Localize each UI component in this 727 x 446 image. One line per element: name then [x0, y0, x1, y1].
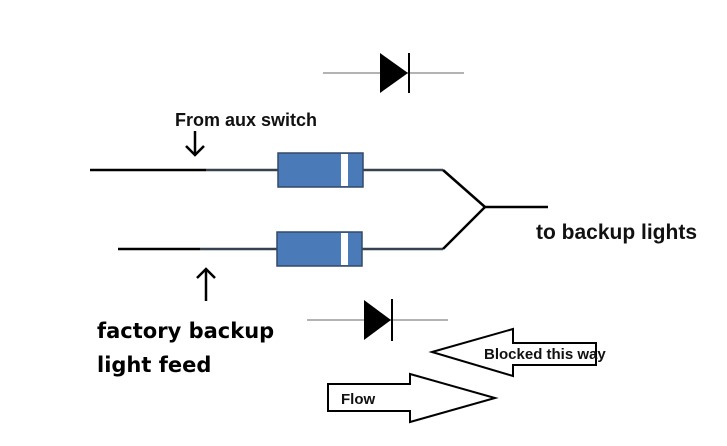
to-backup-label: to backup lights [536, 221, 697, 244]
flow-arrow: Flow [327, 372, 499, 424]
flow-label: Flow [341, 391, 375, 408]
diode-component-bottom [276, 231, 363, 267]
down-arrow-icon [185, 131, 205, 157]
diode-symbol-top-icon [323, 53, 464, 93]
blocked-arrow: Blocked this way [428, 327, 606, 378]
diode-band-bottom [341, 233, 348, 265]
factory-feed-label-line2: light feed [97, 353, 211, 377]
diode-band-top [341, 154, 348, 186]
factory-feed-label-line1: factory backup [97, 319, 274, 343]
up-arrow-icon [196, 267, 216, 301]
blocked-label: Blocked this way [484, 346, 606, 363]
top-wire [90, 168, 486, 208]
from-aux-label: From aux switch [175, 110, 317, 130]
bottom-wire [118, 206, 486, 251]
diode-component-top [277, 152, 364, 188]
diode-symbol-bottom-icon [307, 299, 448, 341]
